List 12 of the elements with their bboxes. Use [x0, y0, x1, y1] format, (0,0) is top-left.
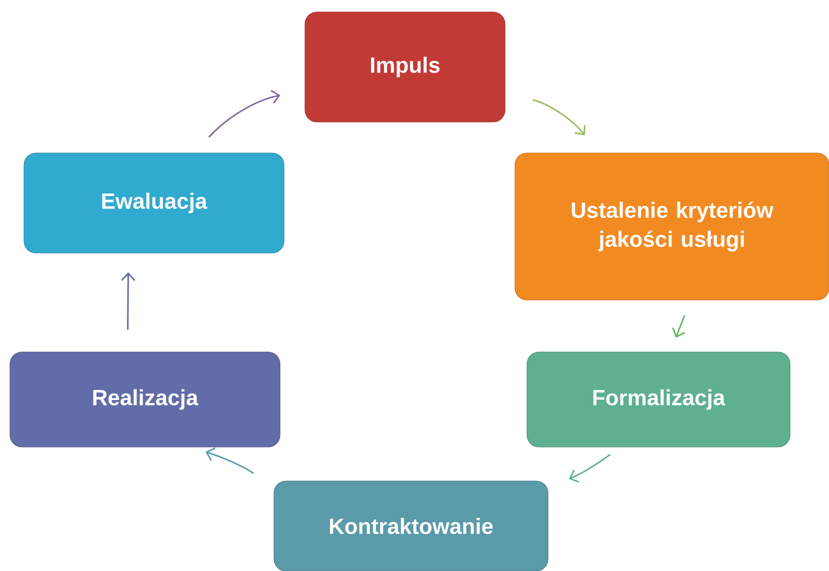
- process-box: Impuls: [304, 12, 506, 122]
- process-box: Formalizacja: [526, 352, 790, 448]
- arrow: [205, 447, 254, 474]
- arrow: [532, 99, 586, 136]
- process-box: Realizacja: [10, 352, 280, 448]
- arrow: [121, 272, 136, 330]
- process-box: Ustalenie kryteriów jakości usługi: [514, 152, 829, 300]
- process-box: Kontraktowanie: [274, 480, 548, 571]
- arrow: [208, 90, 280, 138]
- process-box: Ewaluacja: [24, 152, 284, 254]
- arrow: [568, 454, 611, 483]
- arrow: [672, 314, 686, 338]
